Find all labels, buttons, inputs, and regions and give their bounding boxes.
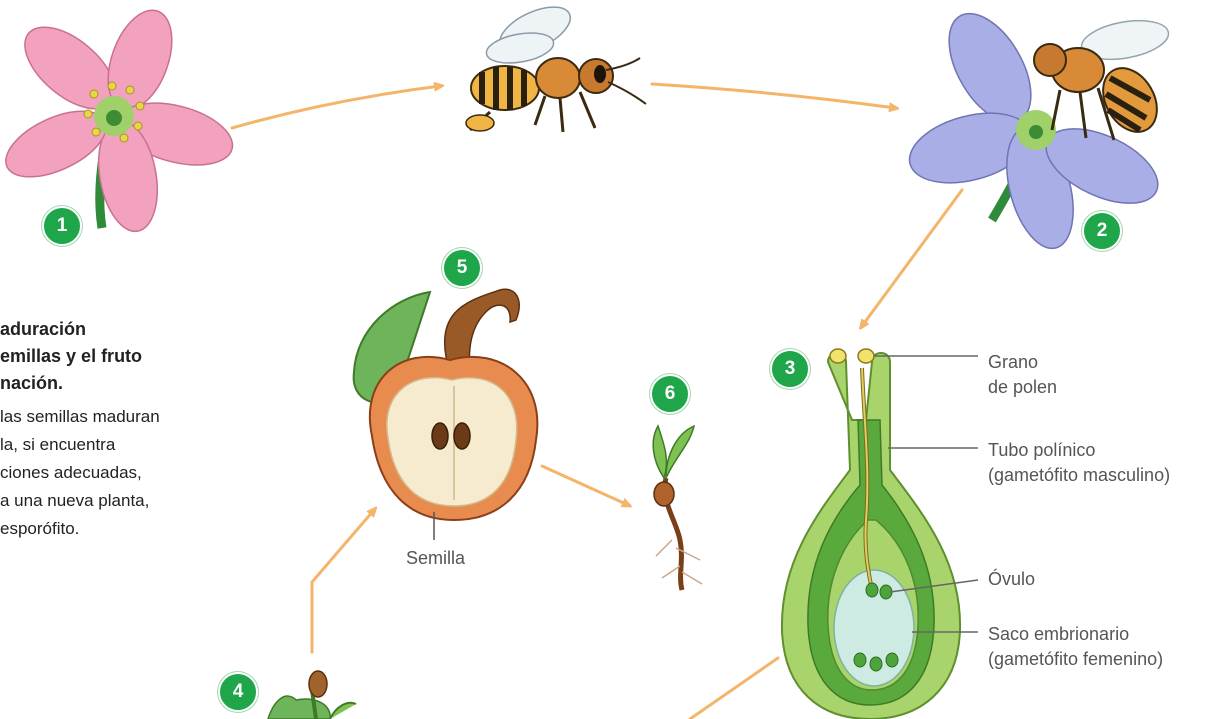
side-title-line-3: nación. (0, 370, 230, 397)
arrow-4-to-5 (312, 510, 374, 652)
germinating-plant-illustration (268, 671, 356, 719)
arrow-bee-to-2 (652, 84, 895, 108)
arrow-5-to-6 (542, 466, 628, 505)
tubo-polinico-label: Tubo polínico (gametófito masculino) (988, 438, 1170, 488)
side-body-line-3: ciones adecuadas, (0, 459, 230, 487)
arrow-3-to-4 (690, 658, 778, 719)
side-explanation-text: aduración emillas y el fruto nación. las… (0, 316, 230, 543)
saco-label-line-1: Saco embrionario (988, 622, 1163, 647)
stage-badge-4: 4 (218, 672, 258, 712)
saco-embrionario-label: Saco embrionario (gametófito femenino) (988, 622, 1163, 672)
arrow-2-to-3 (862, 190, 962, 326)
side-body-line-4: a una nueva planta, (0, 487, 230, 515)
apple-cross-section-illustration (354, 289, 538, 540)
side-body-line-1: las semillas maduran (0, 403, 230, 431)
grano-label-line-2: de polen (988, 375, 1057, 400)
stage-badge-2: 2 (1082, 211, 1122, 251)
semilla-label: Semilla (406, 546, 465, 571)
side-body-line-2: la, si encuentra (0, 431, 230, 459)
arrow-1-to-bee (232, 86, 440, 128)
grano-de-polen-label: Grano de polen (988, 350, 1057, 400)
seedling-illustration (653, 426, 702, 590)
side-body-line-5: esporófito. (0, 515, 230, 543)
grano-label-line-1: Grano (988, 350, 1057, 375)
tubo-label-line-2: (gametófito masculino) (988, 463, 1170, 488)
stage-badge-5: 5 (442, 248, 482, 288)
stage-badge-3: 3 (770, 349, 810, 389)
ovulo-label: Óvulo (988, 567, 1035, 592)
pistil-cross-section (782, 349, 978, 719)
saco-label-line-2: (gametófito femenino) (988, 647, 1163, 672)
tubo-label-line-1: Tubo polínico (988, 438, 1170, 463)
stage-badge-6: 6 (650, 374, 690, 414)
side-title-line-1: aduración (0, 316, 230, 343)
bee-illustration (466, 0, 646, 132)
stage-badge-1: 1 (42, 206, 82, 246)
pink-flower-illustration (0, 2, 239, 236)
side-title-line-2: emillas y el fruto (0, 343, 230, 370)
